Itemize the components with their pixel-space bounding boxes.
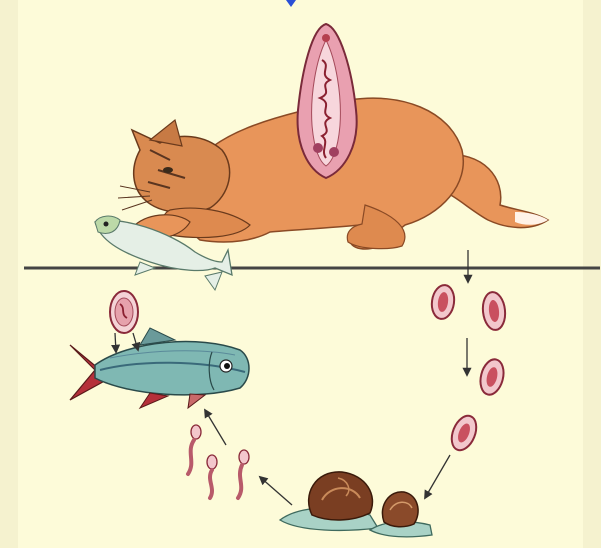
cercariae-group — [188, 425, 249, 498]
egg-icon — [477, 357, 507, 397]
fish-icon — [70, 328, 249, 408]
egg-icon — [481, 291, 507, 331]
top-marker-icon — [286, 0, 296, 7]
arrow-icon — [115, 333, 116, 352]
left-band — [0, 0, 18, 548]
arrow-icon — [260, 477, 292, 505]
egg-group — [430, 284, 507, 454]
cercaria-icon — [238, 450, 249, 498]
snail-icon — [370, 492, 432, 537]
cercaria-icon — [188, 425, 201, 474]
egg-icon — [430, 284, 457, 321]
egg-icon — [447, 412, 481, 454]
cyst-icon — [110, 291, 138, 333]
right-band — [583, 0, 601, 548]
snail-icon — [280, 472, 378, 531]
cercaria-icon — [207, 455, 217, 498]
liver-fluke-icon — [298, 24, 357, 178]
arrow-icon — [425, 455, 450, 498]
arrow-icon — [205, 410, 226, 445]
